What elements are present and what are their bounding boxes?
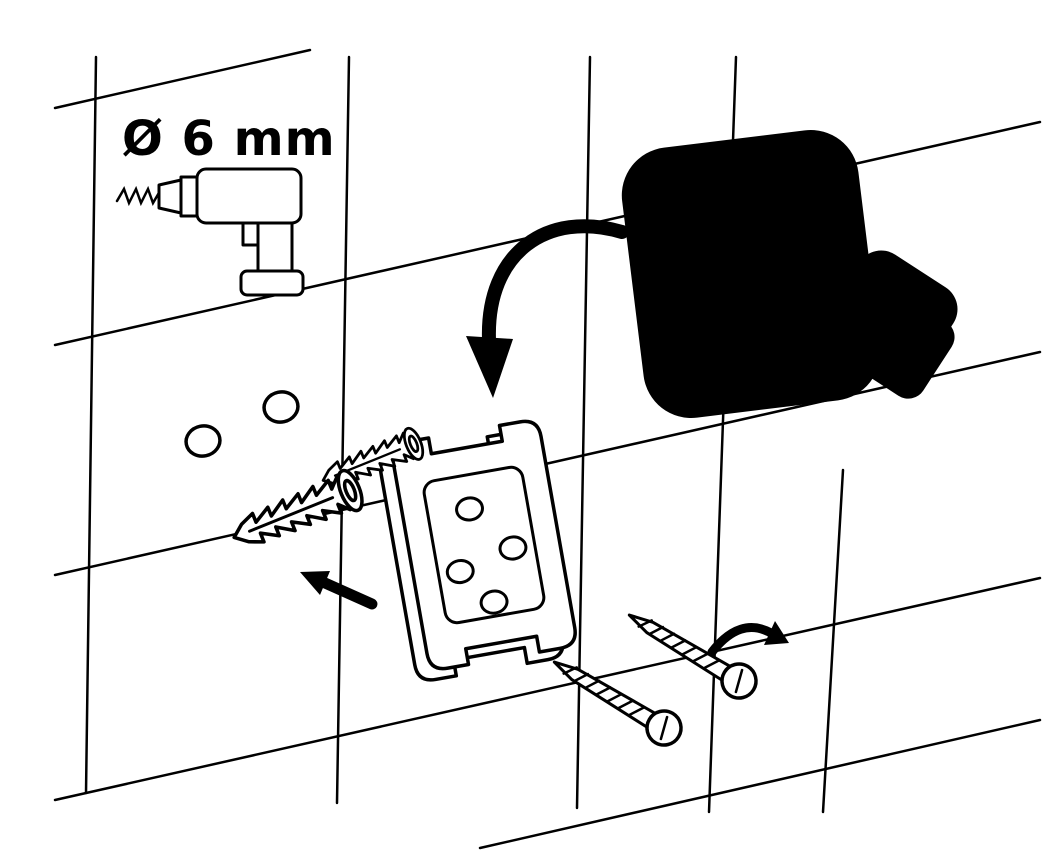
wall-line-vertical (335, 55, 351, 805)
plate-screw-hole (455, 496, 484, 522)
hook-base-plate (621, 130, 881, 418)
wall-line-vertical (575, 55, 592, 810)
hook-knob (822, 250, 958, 386)
turn-arrow-curve (707, 623, 776, 657)
wall-line-diagonal (53, 576, 1042, 802)
plate-screw-hole (498, 535, 528, 561)
screw-icon (552, 660, 683, 747)
insert-arrow-shaft (319, 577, 378, 610)
plug-slit (248, 496, 335, 533)
screw-threads (562, 666, 645, 716)
screw-slot (659, 715, 669, 741)
screw-turn-arrow-icon (707, 621, 789, 657)
plug-opening (407, 434, 420, 453)
wall-line-diagonal (53, 48, 312, 110)
place-hook-arrow-icon (466, 219, 629, 398)
plate-inner-panel (422, 465, 546, 625)
wall-hook-icon (621, 130, 958, 418)
screw-threads (637, 619, 720, 669)
wall-hole (184, 424, 222, 458)
drill-base (239, 269, 305, 297)
wall-holes (184, 390, 300, 458)
screw-icon (627, 613, 758, 700)
wall-hole (262, 390, 300, 424)
drill-body (195, 167, 303, 225)
wall-line-vertical (84, 55, 98, 795)
wall-tile-lines (53, 48, 1042, 850)
place-arrow-curve (481, 219, 629, 347)
drill-chuck (157, 178, 183, 215)
drill-bit (115, 185, 162, 207)
plug-opening (342, 478, 358, 503)
plate-screw-hole (479, 589, 509, 615)
place-arrow-head (466, 336, 513, 398)
turn-arrow-head (764, 621, 789, 645)
screw-slot (734, 668, 744, 694)
drill-collar (179, 175, 199, 218)
plate-screw-hole (445, 558, 475, 585)
wall-line-vertical (821, 468, 845, 814)
insert-arrow-head (300, 571, 330, 595)
drill-diameter-label: Ø 6 mm (122, 111, 336, 167)
mounting-plate-icon (378, 419, 577, 682)
wall-line-diagonal (478, 718, 1042, 850)
drill-icon (115, 167, 305, 297)
insert-arrow-icon (300, 571, 378, 610)
drill-trigger (241, 221, 260, 247)
wall-plug-icon (232, 468, 364, 544)
drill-handle (256, 221, 294, 277)
